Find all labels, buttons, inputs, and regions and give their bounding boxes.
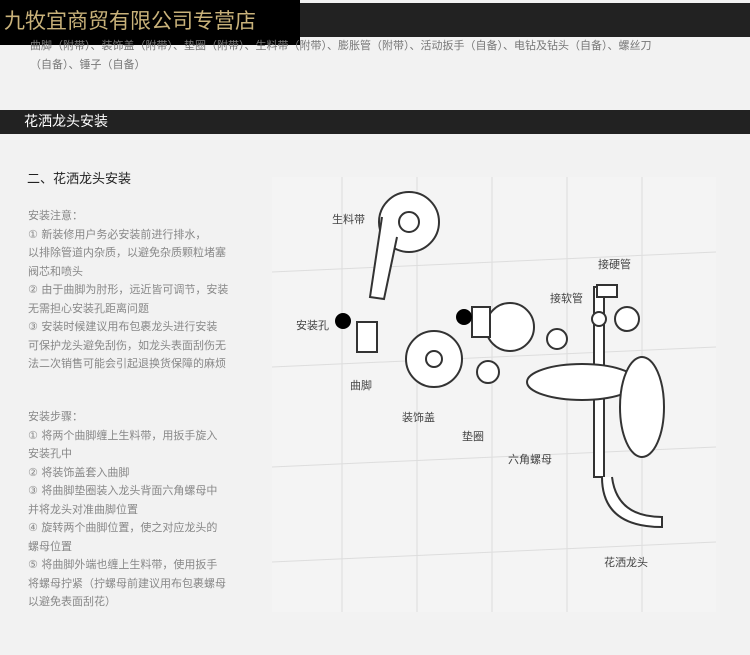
installation-diagram: 生料带 安装孔 曲脚 装饰盖 垫圈 六角螺母 接硬管 接软管 花洒龙头 — [271, 177, 717, 612]
store-logo[interactable]: 九牧宜商贸有限公司专营店 — [0, 0, 300, 45]
label-tape: 生料带 — [332, 213, 365, 226]
section-header: 花洒龙头安装 — [0, 110, 750, 134]
steps-line: ② 将装饰盖套入曲脚 — [28, 465, 130, 479]
notes-line: ③ 安装时候建议用布包裹龙头进行安装 — [28, 320, 218, 333]
notes-line: 可保护龙头避免刮伤，如龙头表面刮伤无 — [28, 338, 226, 352]
steps-line: ⑤ 将曲脚外端也缠上生料带，使用扳手 — [28, 558, 218, 571]
parts-list: 曲脚（附带）、装饰盖（附带）、垫圈（附带）、生料带（附带）、膨胀管（附带）、活动… — [30, 39, 652, 71]
steps-line: ① 将两个曲脚缠上生料带，用扳手旋入 — [28, 428, 218, 442]
label-hard-pipe: 接硬管 — [598, 258, 631, 271]
steps-line: 将螺母拧紧（拧螺母前建议用布包裹螺母 — [28, 576, 226, 590]
diagram-drawing — [271, 177, 717, 612]
steps-line: 螺母位置 — [28, 539, 72, 553]
notes-line: ① 新装修用户务必安装前进行排水， — [28, 227, 207, 241]
notes-line: 阀芯和喷头 — [28, 264, 83, 278]
notes-line: ② 由于曲脚为肘形，远近皆可调节，安装 — [28, 283, 229, 296]
notes-line: 无需担心安装孔距离问题 — [28, 301, 149, 315]
label-washer: 垫圈 — [462, 430, 484, 443]
label-hole: 安装孔 — [296, 319, 329, 332]
notes-line: 以排除管道内杂质，以避免杂质颗粒堵塞 — [28, 246, 226, 259]
page-heading: 二、花洒龙头安装 — [27, 172, 132, 187]
install-notes: 安装注意： ① 新装修用户务必安装前进行排水， 以排除管道内杂质，以避免杂质颗粒堵塞… — [28, 207, 248, 374]
steps-title: 安装步骤： — [28, 410, 83, 423]
label-faucet: 花洒龙头 — [604, 556, 648, 569]
label-nut: 六角螺母 — [508, 453, 552, 466]
steps-line: ④ 旋转两个曲脚位置，使之对应龙头的 — [28, 521, 218, 534]
install-steps: 安装步骤： ① 将两个曲脚缠上生料带，用扳手旋入安装孔中 ② 将装饰盖套入曲脚 ③ 将… — [28, 408, 248, 612]
steps-line: 以避免表面刮花） — [28, 595, 116, 608]
steps-line: 并将龙头对准曲脚位置 — [28, 502, 138, 516]
label-cover: 装饰盖 — [402, 411, 435, 424]
steps-line: ③ 将曲脚垫圈装入龙头背面六角螺母中 — [28, 484, 218, 497]
label-soft-pipe: 接软管 — [550, 292, 583, 305]
steps-line: 安装孔中 — [28, 447, 72, 460]
label-elbow: 曲脚 — [350, 379, 372, 392]
notes-line: 法二次销售可能会引起退换货保障的麻烦 — [28, 357, 226, 370]
notes-title: 安装注意： — [28, 209, 83, 222]
